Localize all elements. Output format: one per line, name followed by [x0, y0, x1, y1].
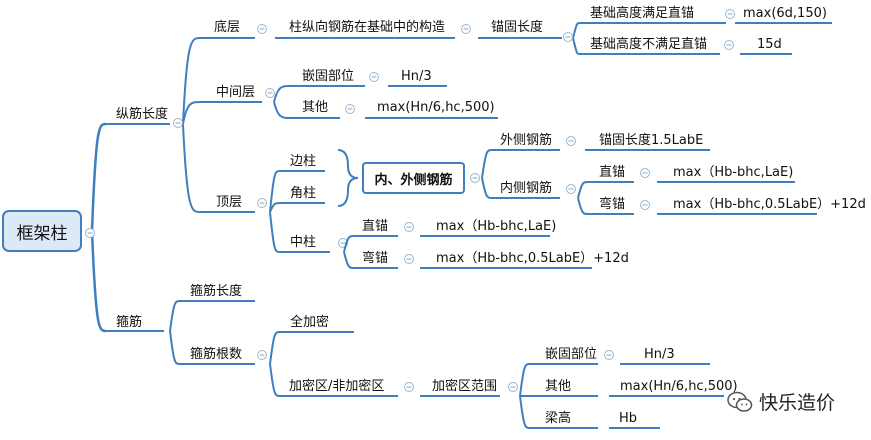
- node-qiangu-2[interactable]: 嵌固部位: [545, 347, 598, 362]
- node-max-hb-4[interactable]: max（Hb-bhc,0.5LabE）+12d: [436, 251, 629, 266]
- node-zhongzhu[interactable]: 中柱: [290, 235, 317, 250]
- connector-1: [90, 230, 107, 333]
- node-quanjiami[interactable]: 全加密: [290, 315, 330, 330]
- connector-30: [481, 149, 493, 179]
- node-zhongjian[interactable]: 中间层: [216, 85, 256, 100]
- connector-36: [577, 197, 589, 215]
- watermark-text: 快乐造价: [759, 392, 836, 414]
- node-qiangu-1[interactable]: 嵌固部位: [302, 69, 355, 84]
- brace: [337, 149, 359, 207]
- node-15d[interactable]: 15d: [757, 37, 782, 52]
- connector-58: [519, 395, 531, 429]
- node-max-6d[interactable]: max(6d,150): [743, 6, 827, 21]
- node-jiami-fanwei[interactable]: 加密区范围: [432, 379, 498, 394]
- connector-47: [169, 300, 181, 332]
- node-gujin[interactable]: 箍筋: [116, 315, 143, 330]
- connector-18: [273, 85, 291, 103]
- connector-42: [343, 251, 355, 269]
- connector-0: [90, 122, 107, 232]
- connector-51: [269, 331, 281, 365]
- node-diceng[interactable]: 底层: [214, 20, 241, 35]
- node-qita-1[interactable]: 其他: [302, 100, 329, 115]
- node-neiwai[interactable]: 内、外侧钢筋: [362, 162, 465, 194]
- node-lianggao[interactable]: 梁高: [545, 411, 572, 426]
- root-node[interactable]: 框架柱: [2, 210, 82, 252]
- node-zhuzong[interactable]: 柱纵向钢筋在基础中的构造: [289, 20, 446, 35]
- node-wanmao-2[interactable]: 弯锚: [362, 251, 389, 266]
- connector-24: [269, 170, 281, 213]
- connector-13: [572, 37, 581, 55]
- connector-56: [519, 363, 531, 397]
- node-zongjin[interactable]: 纵筋长度: [116, 107, 169, 122]
- node-zhimao-2[interactable]: 直锚: [362, 219, 389, 234]
- node-max-hb-3[interactable]: max（Hb-bhc,LaE): [436, 219, 557, 234]
- node-max-hn-1[interactable]: max(Hn/6,hc,500): [377, 100, 495, 115]
- wechat-icon: [727, 391, 753, 412]
- node-max-hn-2[interactable]: max(Hn/6,hc,500): [620, 379, 738, 394]
- node-waice[interactable]: 外侧钢筋: [500, 133, 553, 148]
- connector-4: [182, 37, 201, 125]
- connector-41: [343, 235, 355, 253]
- connector-31: [481, 177, 493, 199]
- connector-25: [269, 202, 281, 213]
- node-gujin-genshu[interactable]: 箍筋根数: [190, 347, 243, 362]
- connector-48: [169, 330, 181, 365]
- connector-19: [273, 101, 291, 119]
- connector-35: [577, 181, 589, 199]
- node-jichu-manzu[interactable]: 基础高度满足直锚: [590, 6, 695, 21]
- connector-26: [269, 211, 281, 253]
- watermark: 快乐造价: [727, 388, 835, 415]
- connector-12: [572, 22, 581, 39]
- node-jiaozhu[interactable]: 角柱: [290, 186, 317, 201]
- node-bianzhu[interactable]: 边柱: [290, 154, 317, 169]
- node-gujin-changdu[interactable]: 箍筋长度: [190, 284, 243, 299]
- connector-6: [182, 123, 201, 213]
- node-maogu[interactable]: 锚固长度: [491, 20, 544, 35]
- node-hn3-1[interactable]: Hn/3: [401, 69, 432, 84]
- node-jiami-fei[interactable]: 加密区/非加密区: [289, 379, 385, 394]
- node-zhimao-1[interactable]: 直锚: [599, 165, 626, 180]
- connector-5: [182, 101, 201, 125]
- node-neice[interactable]: 内侧钢筋: [500, 181, 553, 196]
- node-qita-2[interactable]: 其他: [545, 379, 572, 394]
- node-hb[interactable]: Hb: [619, 411, 638, 426]
- node-max-hb-1[interactable]: max（Hb-bhc,LaE): [673, 165, 794, 180]
- node-hn3-2[interactable]: Hn/3: [644, 347, 675, 362]
- connector-52: [269, 363, 281, 397]
- node-wanmao-1[interactable]: 弯锚: [599, 197, 626, 212]
- node-jichu-bumanzu[interactable]: 基础高度不满足直锚: [590, 37, 708, 52]
- node-dingceng[interactable]: 顶层: [216, 195, 243, 210]
- node-max-hb-2[interactable]: max（Hb-bhc,0.5LabE）+12d: [673, 197, 866, 212]
- node-maogu-15[interactable]: 锚固长度1.5LabE: [599, 133, 704, 148]
